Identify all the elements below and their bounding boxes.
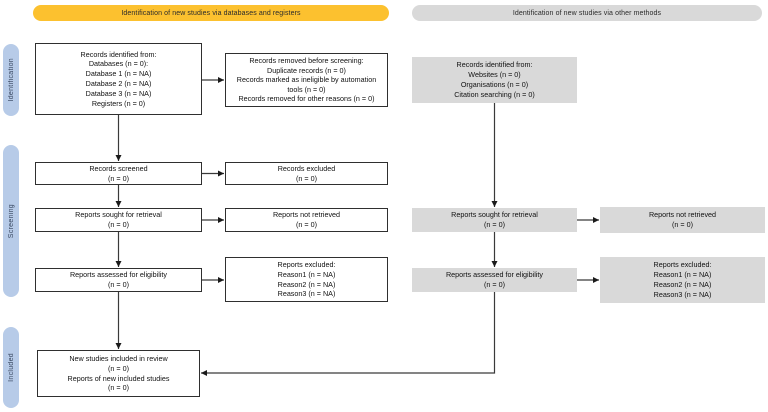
box-records-removed-before-screening: Records removed before screening:Duplica… (225, 53, 388, 107)
box-reports-assessed-other: Reports assessed for eligibility(n = 0) (412, 268, 577, 292)
text-line: Records marked as ineligible by automati… (236, 75, 377, 94)
phase-band-screening: Screening (3, 145, 19, 297)
text-line: (n = 0) (108, 220, 129, 229)
box-reports-sought: Reports sought for retrieval(n = 0) (35, 208, 202, 232)
text-line: Reason1 (n = NA) (277, 269, 336, 279)
text-line: Records removed for other reasons (n = 0… (238, 94, 375, 104)
text-line: Records excluded (277, 163, 336, 173)
text-line: Databases (n = 0): (88, 59, 149, 69)
text-line: Reason3 (n = NA) (653, 289, 712, 299)
text-line: Database 3 (n = NA) (85, 88, 152, 98)
phase-band-identification: Identification (3, 44, 19, 116)
box-reports-assessed: Reports assessed for eligibility(n = 0) (35, 268, 202, 292)
text-line: Organisations (n = 0) (460, 80, 529, 89)
text-line: (n = 0) (672, 220, 693, 229)
phase-band-included: Included (3, 327, 19, 408)
text-line: Reason1 (n = NA) (653, 270, 712, 280)
box-records-identified-databases: Records identified from:Databases (n = 0… (35, 43, 202, 115)
phase-label-identification: Identification (7, 58, 15, 102)
text-line: (n = 0) (108, 383, 129, 393)
text-line: Database 1 (n = NA) (85, 69, 152, 79)
box-records-screened: Records screened(n = 0) (35, 162, 202, 185)
text-line: Reports sought for retrieval (75, 210, 162, 220)
text-line: Registers (n = 0) (91, 98, 146, 108)
text-line: Reports excluded: (277, 259, 336, 269)
text-line: Records identified from: (456, 60, 533, 70)
text-line: Reports assessed for eligibility (69, 270, 168, 280)
header-databases-label: Identification of new studies via databa… (121, 9, 301, 17)
text-line: Reports not retrieved (648, 210, 717, 220)
box-new-studies-included: New studies included in review(n = 0)Rep… (37, 350, 200, 397)
text-line: (n = 0) (108, 280, 129, 289)
header-other-label: Identification of new studies via other … (512, 9, 662, 17)
text-line: Records identified from: (80, 49, 157, 59)
text-line: (n = 0) (108, 173, 129, 183)
text-line: Records screened (89, 163, 148, 173)
text-line: Reason3 (n = NA) (277, 289, 336, 299)
text-line: (n = 0) (296, 173, 317, 183)
text-line: Database 2 (n = NA) (85, 79, 152, 88)
phase-label-included: Included (7, 353, 15, 382)
text-line: Duplicate records (n = 0) (267, 65, 346, 75)
header-databases-registers: Identification of new studies via databa… (33, 5, 389, 21)
text-line: Reports sought for retrieval (451, 210, 538, 220)
text-line: (n = 0) (296, 220, 317, 229)
box-records-excluded: Records excluded(n = 0) (225, 162, 388, 185)
phase-label-screening: Screening (7, 203, 15, 239)
header-other-methods: Identification of new studies via other … (412, 5, 762, 21)
text-line: Reports assessed for eligibility (445, 270, 544, 280)
text-line: Reports excluded: (653, 260, 712, 270)
text-line: Citation searching (n = 0) (454, 89, 535, 99)
text-line: Websites (n = 0) (468, 70, 521, 80)
text-line: (n = 0) (108, 363, 129, 373)
text-line: Reason2 (n = NA) (277, 279, 336, 289)
box-records-identified-other: Records identified from:Websites (n = 0)… (412, 57, 577, 103)
box-reports-excluded-other: Reports excluded:Reason1 (n = NA)Reason2… (600, 257, 765, 303)
box-reports-not-retrieved-other: Reports not retrieved(n = 0) (600, 207, 765, 233)
box-reports-sought-other: Reports sought for retrieval(n = 0) (412, 208, 577, 232)
text-line: Reason2 (n = NA) (653, 280, 712, 289)
text-line: Reports of new included studies (67, 373, 170, 383)
text-line: (n = 0) (484, 220, 505, 229)
text-line: New studies included in review (69, 353, 168, 363)
box-reports-excluded: Reports excluded:Reason1 (n = NA)Reason2… (225, 257, 388, 302)
text-line: (n = 0) (484, 280, 505, 289)
text-line: Records removed before screening: (249, 56, 364, 66)
text-line: Reports not retrieved (272, 210, 341, 220)
box-reports-not-retrieved: Reports not retrieved(n = 0) (225, 208, 388, 232)
